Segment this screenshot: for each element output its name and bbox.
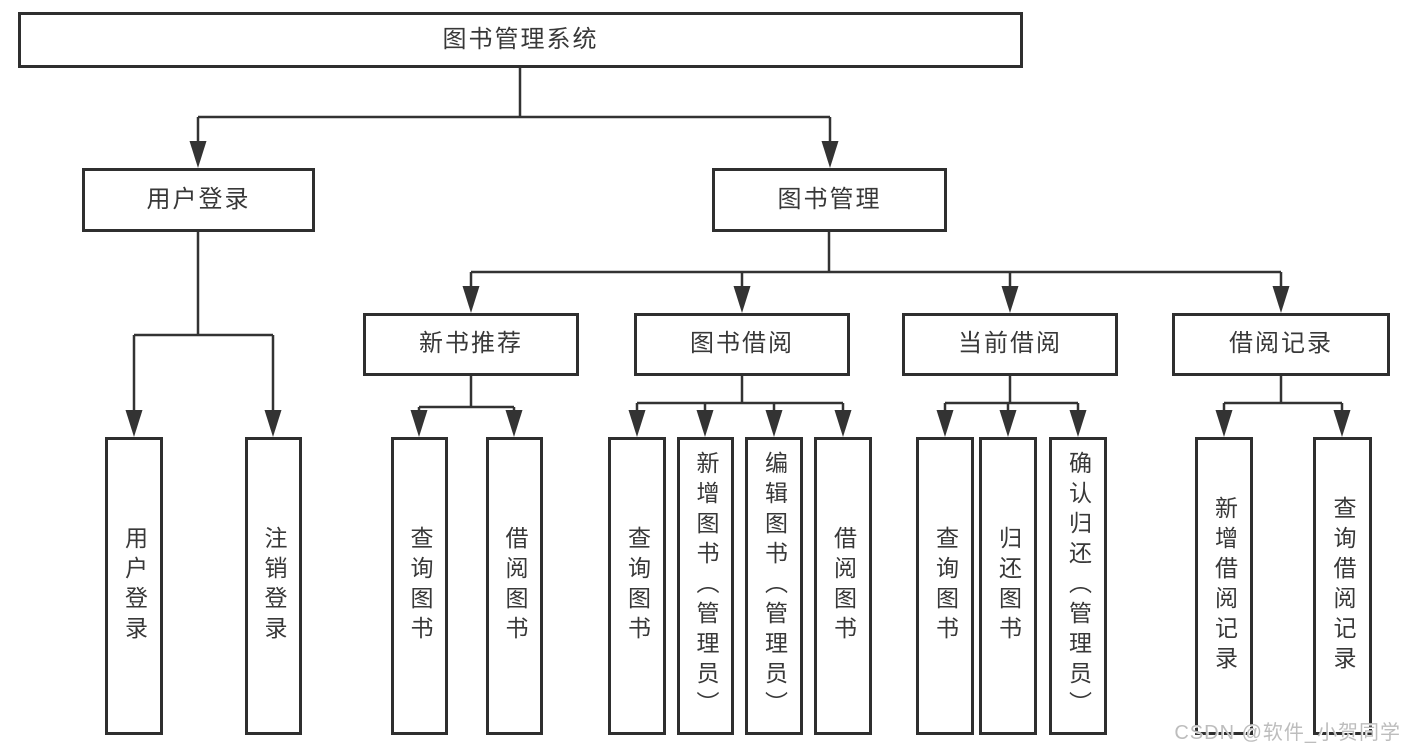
- node-label: 图书管理: [777, 185, 882, 213]
- node-query-borrow-record: 查询借阅记录: [1313, 437, 1372, 735]
- node-label: 编辑图书（管理员）: [761, 451, 788, 721]
- node-label: 当前借阅: [958, 330, 1062, 358]
- node-query-books-borrowing: 查询图书: [608, 437, 666, 735]
- arrowhead-down-icon: [936, 410, 954, 437]
- csdn-watermark: CSDN @软件_小贺同学: [1174, 722, 1401, 744]
- arrowhead-down-icon: [733, 286, 751, 313]
- node-confirm-return-admin: 确认归还（管理员）: [1049, 437, 1107, 735]
- arrowhead-down-icon: [999, 410, 1017, 437]
- node-query-books-recommend: 查询图书: [391, 437, 448, 735]
- node-label: 用户登录: [121, 526, 148, 646]
- node-label: 确认归还（管理员）: [1065, 451, 1092, 721]
- node-book-management: 图书管理: [712, 168, 947, 232]
- node-query-books-current: 查询图书: [916, 437, 974, 735]
- arrowhead-down-icon: [1001, 286, 1019, 313]
- node-logout: 注销登录: [245, 437, 302, 735]
- node-library-system: 图书管理系统: [18, 12, 1023, 68]
- arrowhead-down-icon: [1069, 410, 1087, 437]
- node-borrow-books-borrowing: 借阅图书: [814, 437, 872, 735]
- node-label: 查询图书: [407, 526, 433, 646]
- node-label: 图书借阅: [690, 330, 794, 358]
- arrowhead-down-icon: [834, 410, 852, 437]
- node-label: 查询借阅记录: [1330, 496, 1356, 676]
- arrowhead-down-icon: [462, 286, 480, 313]
- node-label: 图书管理系统: [442, 25, 599, 53]
- arrowhead-down-icon: [821, 141, 839, 168]
- node-label: 查询图书: [624, 526, 651, 646]
- arrowhead-down-icon: [628, 410, 646, 437]
- arrowhead-down-icon: [1333, 410, 1351, 437]
- node-label: 借阅图书: [830, 526, 857, 646]
- node-user-login: 用户登录: [82, 168, 315, 232]
- node-label: 用户登录: [146, 185, 251, 213]
- node-borrowing-records: 借阅记录: [1172, 313, 1390, 376]
- arrowhead-down-icon: [1215, 410, 1233, 437]
- arrowhead-down-icon: [189, 141, 207, 168]
- node-borrow-books-recommend: 借阅图书: [486, 437, 543, 735]
- arrowhead-down-icon: [410, 410, 428, 437]
- node-label: 新增借阅记录: [1211, 496, 1238, 676]
- node-label: 新增图书（管理员）: [693, 451, 719, 721]
- arrowhead-down-icon: [505, 410, 523, 437]
- node-label: 注销登录: [261, 526, 287, 646]
- node-label: 借阅图书: [502, 526, 528, 646]
- node-new-book-recommend: 新书推荐: [363, 313, 579, 376]
- node-add-borrow-record: 新增借阅记录: [1195, 437, 1253, 735]
- node-label: 新书推荐: [419, 330, 523, 358]
- arrowhead-down-icon: [765, 410, 783, 437]
- node-current-borrowing: 当前借阅: [902, 313, 1118, 376]
- arrowhead-down-icon: [264, 410, 282, 437]
- node-add-books-admin: 新增图书（管理员）: [677, 437, 734, 735]
- node-label: 归还图书: [995, 526, 1022, 646]
- node-user-login-leaf: 用户登录: [105, 437, 163, 735]
- arrowhead-down-icon: [1272, 286, 1290, 313]
- node-label: 查询图书: [932, 526, 959, 646]
- arrowhead-down-icon: [125, 410, 143, 437]
- node-label: 借阅记录: [1229, 330, 1333, 358]
- node-book-borrowing: 图书借阅: [634, 313, 850, 376]
- node-return-books: 归还图书: [979, 437, 1037, 735]
- arrowhead-down-icon: [696, 410, 714, 437]
- node-edit-books-admin: 编辑图书（管理员）: [745, 437, 803, 735]
